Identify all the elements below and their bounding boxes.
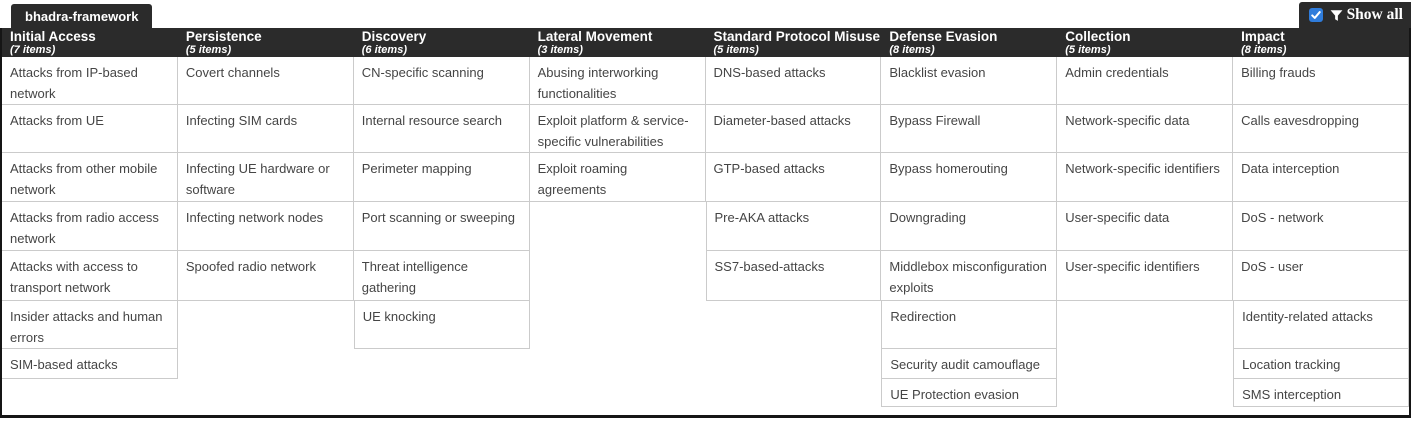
technique-cell-attacks-from-radio-access-network[interactable]: Attacks from radio access network <box>2 202 178 251</box>
technique-cell-middlebox-misconfiguration-exploits[interactable]: Middlebox misconfiguration exploits <box>881 251 1058 301</box>
column-item-count: (8 items) <box>1241 44 1287 56</box>
column-header-collection: Collection(5 items) <box>1057 28 1233 57</box>
column-item-count: (7 items) <box>10 44 56 56</box>
technique-cell-blacklist-evasion[interactable]: Blacklist evasion <box>881 57 1058 105</box>
technique-cell-diameter-based-attacks[interactable]: Diameter-based attacks <box>705 105 882 153</box>
technique-cell-abusing-interworking-functionalities[interactable]: Abusing interworking functionalities <box>529 57 706 105</box>
technique-cell-port-scanning-or-sweeping[interactable]: Port scanning or sweeping <box>353 202 530 251</box>
technique-cell-attacks-from-ip-based-network[interactable]: Attacks from IP-based network <box>2 57 178 105</box>
technique-cell-covert-channels[interactable]: Covert channels <box>177 57 354 105</box>
technique-cell-spoofed-radio-network[interactable]: Spoofed radio network <box>177 251 354 301</box>
show-all-label: Show all <box>1346 6 1403 23</box>
column-header-initial-access: Initial Access(7 items) <box>2 28 178 57</box>
column-header-impact: Impact(8 items) <box>1233 28 1409 57</box>
technique-cell-ss7-based-attacks[interactable]: SS7-based-attacks <box>705 251 882 301</box>
technique-cell-downgrading[interactable]: Downgrading <box>881 202 1058 251</box>
technique-cell-data-interception[interactable]: Data interception <box>1233 153 1409 202</box>
technique-cell-attacks-with-access-to-transport-network[interactable]: Attacks with access to transport network <box>2 251 178 301</box>
column-header-discovery: Discovery(6 items) <box>354 28 530 57</box>
column-item-count: (5 items) <box>1065 44 1111 56</box>
technique-cell-dns-based-attacks[interactable]: DNS-based attacks <box>705 57 882 105</box>
technique-cell-insider-attacks-and-human-errors[interactable]: Insider attacks and human errors <box>2 301 178 349</box>
column-header-standard-protocol-misuse: Standard Protocol Misuse(5 items) <box>706 28 882 57</box>
column-name: Discovery <box>361 29 427 44</box>
technique-cell-calls-eavesdropping[interactable]: Calls eavesdropping <box>1233 105 1409 153</box>
column-name: Persistence <box>185 29 262 44</box>
tab-bhadra-framework[interactable]: bhadra-framework <box>11 4 153 28</box>
technique-cell-infecting-network-nodes[interactable]: Infecting network nodes <box>177 202 354 251</box>
technique-cell-exploit-platform-service-specific-vulnerabilities[interactable]: Exploit platform & service-specific vuln… <box>529 105 706 153</box>
technique-cell-ue-knocking[interactable]: UE knocking <box>353 301 530 349</box>
technique-cell-user-specific-identifiers[interactable]: User-specific identifiers <box>1057 251 1234 301</box>
matrix-header-row: Initial Access(7 items)Persistence(5 ite… <box>2 28 1409 57</box>
column-name: Initial Access <box>10 29 96 44</box>
column-item-count: (5 items) <box>713 44 759 56</box>
column-item-count: (6 items) <box>361 44 407 56</box>
show-all-checkbox[interactable] <box>1308 8 1323 22</box>
technique-matrix: Initial Access(7 items)Persistence(5 ite… <box>0 28 1411 418</box>
technique-cell-ue-protection-evasion[interactable]: UE Protection evasion <box>881 379 1058 407</box>
technique-cell-cn-specific-scanning[interactable]: CN-specific scanning <box>353 57 530 105</box>
technique-cell-dos-user[interactable]: DoS - user <box>1233 251 1409 301</box>
column-header-defense-evasion: Defense Evasion(8 items) <box>881 28 1057 57</box>
tab-strip: bhadra-framework Show all <box>0 0 1411 28</box>
technique-cell-sms-interception[interactable]: SMS interception <box>1233 379 1409 407</box>
column-name: Impact <box>1241 29 1285 44</box>
checkmark-icon <box>1310 11 1321 19</box>
filter-funnel-icon <box>1330 9 1342 21</box>
technique-cell-admin-credentials[interactable]: Admin credentials <box>1057 57 1234 105</box>
technique-cell-attacks-from-other-mobile-network[interactable]: Attacks from other mobile network <box>2 153 178 202</box>
technique-cell-bypass-firewall[interactable]: Bypass Firewall <box>881 105 1058 153</box>
technique-cell-infecting-ue-hardware-or-software[interactable]: Infecting UE hardware or software <box>177 153 354 202</box>
column-header-persistence: Persistence(5 items) <box>178 28 354 57</box>
technique-cell-threat-intelligence-gathering[interactable]: Threat intelligence gathering <box>353 251 530 301</box>
technique-cell-internal-resource-search[interactable]: Internal resource search <box>353 105 530 153</box>
technique-cell-infecting-sim-cards[interactable]: Infecting SIM cards <box>177 105 354 153</box>
technique-cell-network-specific-data[interactable]: Network-specific data <box>1057 105 1234 153</box>
show-all-toggle[interactable]: Show all <box>1298 2 1411 28</box>
technique-cell-pre-aka-attacks[interactable]: Pre-AKA attacks <box>705 202 882 251</box>
technique-cell-perimeter-mapping[interactable]: Perimeter mapping <box>353 153 530 202</box>
technique-cell-sim-based-attacks[interactable]: SIM-based attacks <box>2 349 178 379</box>
technique-cell-bypass-homerouting[interactable]: Bypass homerouting <box>881 153 1058 202</box>
technique-cell-dos-network[interactable]: DoS - network <box>1233 202 1409 251</box>
column-name: Standard Protocol Misuse <box>713 29 881 44</box>
technique-cell-security-audit-camouflage[interactable]: Security audit camouflage <box>881 349 1058 379</box>
column-item-count: (3 items) <box>537 44 583 56</box>
column-name: Collection <box>1065 29 1131 44</box>
technique-cell-identity-related-attacks[interactable]: Identity-related attacks <box>1233 301 1409 349</box>
column-item-count: (8 items) <box>889 44 935 56</box>
technique-cell-exploit-roaming-agreements[interactable]: Exploit roaming agreements <box>529 153 706 202</box>
technique-cell-location-tracking[interactable]: Location tracking <box>1233 349 1409 379</box>
technique-cell-redirection[interactable]: Redirection <box>881 301 1058 349</box>
technique-cell-attacks-from-ue[interactable]: Attacks from UE <box>2 105 178 153</box>
column-name: Lateral Movement <box>537 29 653 44</box>
technique-cell-billing-frauds[interactable]: Billing frauds <box>1233 57 1409 105</box>
column-header-lateral-movement: Lateral Movement(3 items) <box>530 28 706 57</box>
column-item-count: (5 items) <box>185 44 232 56</box>
technique-cell-gtp-based-attacks[interactable]: GTP-based attacks <box>705 153 882 202</box>
technique-cell-network-specific-identifiers[interactable]: Network-specific identifiers <box>1057 153 1234 202</box>
column-name: Defense Evasion <box>889 29 998 44</box>
technique-cell-user-specific-data[interactable]: User-specific data <box>1057 202 1234 251</box>
